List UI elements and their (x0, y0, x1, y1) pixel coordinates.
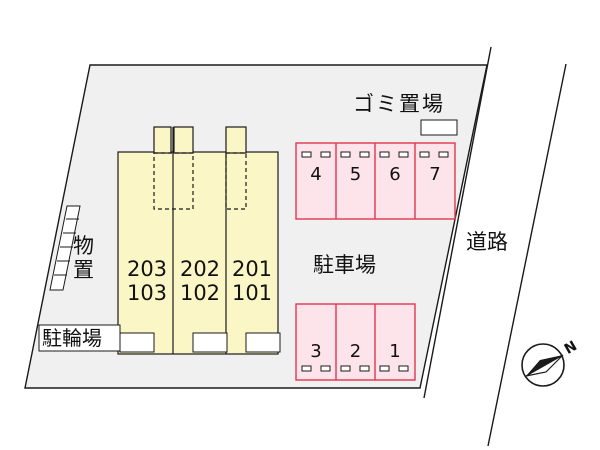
parking-space-3: 3 (310, 341, 322, 362)
storage-label-2: 置 (73, 258, 94, 282)
parking-space-5: 5 (349, 164, 362, 185)
parking-bottom-block (295, 303, 416, 381)
parking-space-1: 1 (389, 341, 401, 362)
apartment-building (117, 126, 281, 355)
storage-label-1: 物 (73, 234, 94, 258)
road-edge-right (487, 63, 567, 447)
north-compass-icon (521, 343, 565, 387)
parking-space-4: 4 (310, 164, 322, 185)
unit-lower-103: 103 (126, 281, 168, 305)
garbage-box (420, 119, 458, 136)
parking-space-6: 6 (389, 164, 401, 185)
parking-lot-label: 駐車場 (313, 253, 376, 277)
parking-space-7: 7 (429, 164, 441, 185)
bicycle-parking-label: 駐輪場 (42, 326, 102, 350)
unit-lower-101: 101 (231, 281, 273, 305)
unit-upper-201: 201 (231, 257, 273, 281)
storage-shed (49, 205, 81, 291)
road-edge-left (423, 46, 492, 399)
garbage-station-label: ゴミ置場 (353, 92, 445, 116)
road-label: 道路 (466, 230, 508, 254)
bicycle-parking-box (38, 324, 121, 352)
unit-upper-203: 203 (126, 257, 168, 281)
parking-space-2: 2 (349, 341, 362, 362)
unit-upper-202: 202 (179, 257, 221, 281)
parking-top-block (295, 142, 456, 220)
unit-lower-102: 102 (179, 281, 221, 305)
